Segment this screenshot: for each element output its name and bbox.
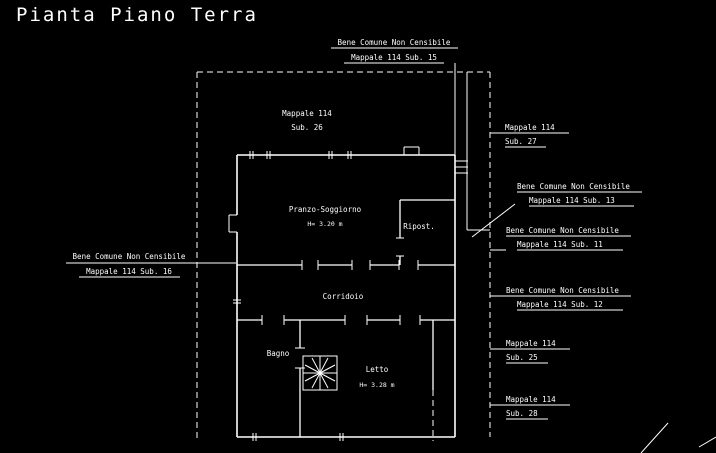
label-top-line1: Bene Comune Non Censibile: [338, 38, 451, 47]
label-right2-line1: Bene Comune Non Censibile: [517, 182, 630, 191]
room-label-ripostiglio: Ripost.: [403, 222, 435, 231]
label-right1-line2: Sub. 27: [505, 137, 537, 146]
label-right1-line1: Mappale 114: [505, 123, 555, 132]
room-label-corridoio: Corridoio: [323, 292, 364, 301]
label-right3-line2: Mappale 114 Sub. 11: [517, 240, 603, 249]
label-right2-line2: Mappale 114 Sub. 13: [529, 196, 615, 205]
label-left-line2: Mappale 114 Sub. 16: [86, 267, 172, 276]
label-right4-line1: Bene Comune Non Censibile: [506, 286, 619, 295]
interior-walls: [237, 199, 455, 437]
leader-lines: [66, 63, 516, 406]
label-underlines: [331, 47, 642, 420]
room-height-soggiorno: H= 3.20 m: [307, 220, 342, 228]
label-right6-line1: Mappale 114: [506, 395, 556, 404]
room-height-letto: H= 3.28 m: [359, 381, 394, 389]
label-inner-line2: Sub. 26: [291, 123, 323, 132]
drawing-title: Pianta Piano Terra: [16, 4, 258, 26]
corner-marks: [640, 422, 716, 453]
spiral-stair-icon: [302, 355, 338, 391]
label-inner-line1: Mappale 114: [282, 109, 332, 118]
label-right3-line1: Bene Comune Non Censibile: [506, 226, 619, 235]
label-right5-line2: Sub. 25: [506, 353, 538, 362]
room-label-soggiorno: Pranzo-Soggiorno: [289, 205, 362, 214]
room-label-bagno: Bagno: [267, 349, 290, 358]
dashed-boundary: [196, 71, 491, 441]
label-left-line1: Bene Comune Non Censibile: [73, 252, 186, 261]
room-label-letto: Letto: [366, 365, 389, 374]
label-right4-line2: Mappale 114 Sub. 12: [517, 300, 603, 309]
label-top-line2: Mappale 114 Sub. 15: [351, 53, 437, 62]
label-right6-line2: Sub. 28: [506, 409, 538, 418]
label-right5-line1: Mappale 114: [506, 339, 556, 348]
wall-ticks: [233, 151, 421, 441]
building-walls: [228, 146, 468, 438]
